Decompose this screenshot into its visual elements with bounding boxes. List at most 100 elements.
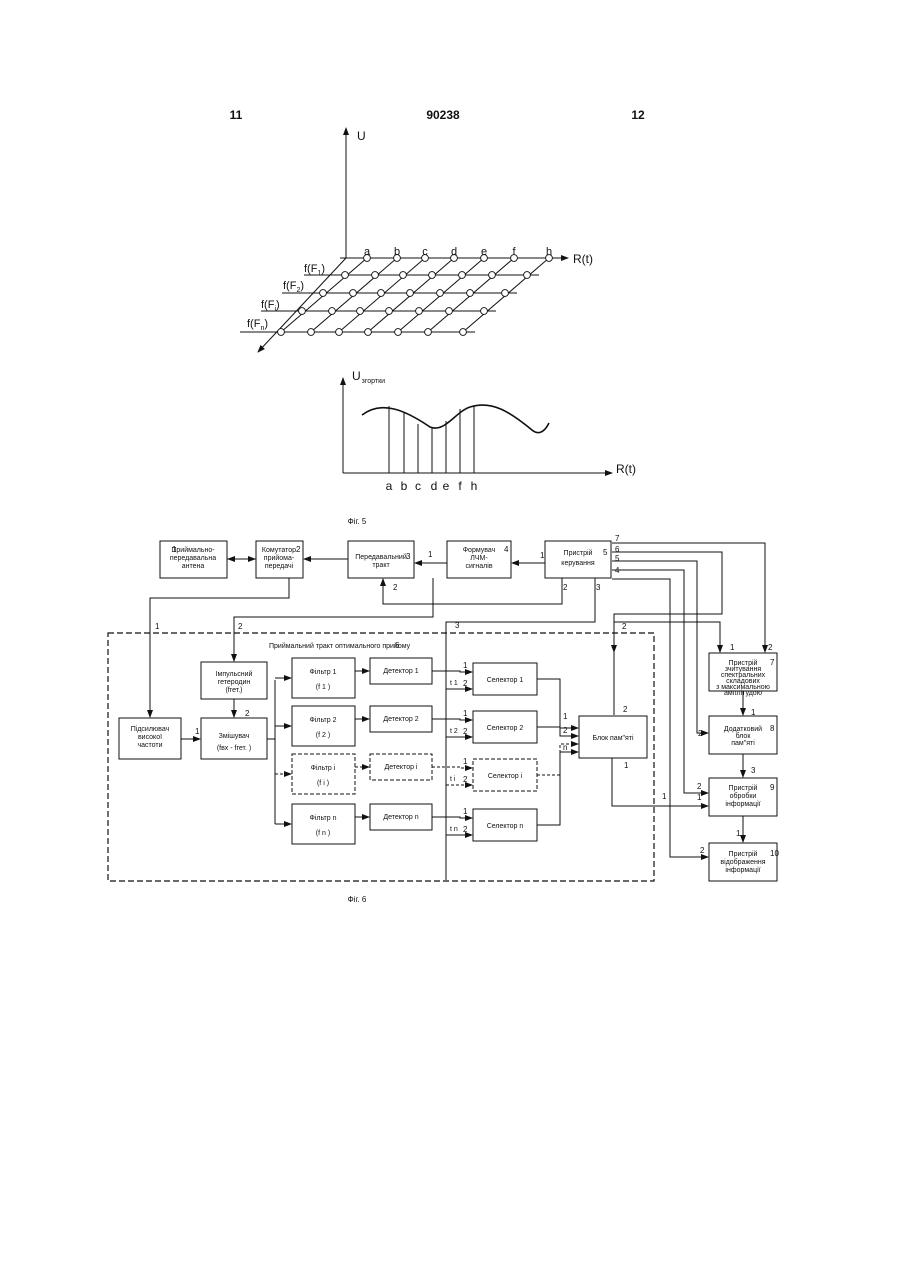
selector-label: Селектор 2 — [487, 725, 524, 732]
row-label-close: ) — [264, 318, 268, 330]
block-number-antenna: 1 — [172, 545, 177, 554]
grid-node — [489, 272, 496, 279]
row-label-main: f(F — [283, 280, 297, 292]
port-number: 1 — [540, 551, 545, 560]
port-number: 1 — [195, 727, 200, 736]
fig5-row-label: f(Fn) — [247, 318, 268, 332]
port-number: 1 — [155, 622, 160, 631]
grid-node — [395, 329, 402, 336]
sweep-label: h — [471, 479, 478, 493]
port-number: 2 — [697, 782, 702, 791]
grid-node — [342, 272, 349, 279]
port-number: 1 — [463, 709, 468, 718]
fig5-row-label: f(F2) — [283, 280, 304, 294]
conn-memory-reader — [614, 622, 720, 652]
block-text-former: ЛЧМ- — [470, 555, 488, 562]
port-number: 1 — [697, 793, 702, 802]
block-text-lo: (fгет.) — [225, 687, 242, 694]
block-text-lo: гетеродин — [218, 679, 251, 686]
grid-node — [467, 290, 474, 297]
fig6-block-diagram: Приймальний тракт оптимального прийому 6… — [108, 534, 779, 881]
row-label-main: f(F — [247, 318, 261, 330]
block-number-reader: 7 — [770, 658, 775, 667]
block-text-control: керування — [561, 560, 595, 567]
fig5-row-label: f(Fi) — [261, 299, 280, 313]
filter-label: Фільтр і — [311, 764, 336, 772]
fig5-u-label: U — [357, 129, 366, 143]
filter-freq-label: (f 2 ) — [316, 732, 330, 739]
filter-block — [292, 804, 355, 844]
block-number-display: 10 — [770, 849, 779, 858]
port-number: n — [563, 743, 567, 752]
row-label-main: f(F — [261, 299, 275, 311]
filter-label: Фільтр n — [310, 814, 337, 822]
fig5-column-label: h — [546, 246, 552, 258]
detector-label: Детектор 2 — [383, 716, 418, 723]
selector-label: Селектор n — [487, 823, 524, 830]
fig5-column-labels: abcdefh — [364, 246, 552, 258]
fig5-grid-diagram: U R(t) abcdefh f(F1)f(F2)f(Fi)f(Fn) — [240, 128, 593, 352]
fig5-column-label: e — [481, 246, 487, 258]
grid-node — [372, 272, 379, 279]
block-text-switch: передачі — [265, 562, 294, 570]
block-text-mixer: (fвх - fгет. ) — [217, 745, 251, 752]
fig5-sweep-plot: Uзгортки R(t) abcdefh — [343, 369, 636, 493]
grid-node — [459, 272, 466, 279]
fig5-sweep-verticals — [389, 406, 474, 473]
filter-freq-label: (f і ) — [317, 779, 329, 787]
port-number: 1 — [463, 661, 468, 670]
grid-node — [400, 272, 407, 279]
fig5-column-label: b — [394, 246, 400, 258]
port-number: 3 — [455, 621, 460, 630]
fig5-caption: Фіг. 5 — [348, 517, 367, 526]
port-number: 1 — [463, 807, 468, 816]
grid-node — [308, 329, 315, 336]
block-text-switch: прийома- — [264, 554, 295, 562]
grid-node — [502, 290, 509, 297]
wire-detector-selector — [432, 719, 472, 720]
fig5-r-label: R(t) — [573, 252, 593, 266]
time-label: t і — [450, 775, 456, 783]
port-number: 1 — [428, 550, 433, 559]
block-text-mixer: Змішувач — [219, 732, 250, 740]
time-label: t 2 — [450, 728, 458, 735]
block-number-tx: 3 — [406, 552, 411, 561]
grid-node — [386, 308, 393, 315]
block-number-addmem: 8 — [770, 724, 775, 733]
port-number: 2 — [623, 705, 628, 714]
filter-label: Фільтр 2 — [310, 716, 337, 724]
wire-selector-memory — [537, 744, 578, 775]
block-text-antenna: Приймально- — [171, 546, 215, 554]
block-text-control: Пристрій — [564, 549, 593, 557]
wire-detector-selector — [432, 817, 472, 818]
port-number: 6 — [615, 545, 620, 554]
selector-label: Селектор і — [488, 772, 523, 780]
sweep-label: b — [401, 479, 408, 493]
port-number: 2 — [768, 643, 773, 652]
detector-label: Детектор 1 — [383, 668, 418, 675]
block-number-former: 4 — [504, 545, 509, 554]
conn-control-reader-7 — [612, 543, 765, 652]
port-number: 2 — [463, 679, 468, 688]
grid-node — [425, 329, 432, 336]
filter-block — [292, 658, 355, 698]
block-text-tx: тракт — [372, 562, 390, 569]
grid-node — [378, 290, 385, 297]
port-number: 1 — [662, 792, 667, 801]
block-text-amp: частоти — [137, 742, 162, 749]
fig5-column-label: d — [451, 246, 457, 258]
port-number: 2 — [393, 583, 398, 592]
filter-block — [292, 706, 355, 746]
block-text-proc: Пристрій — [729, 784, 758, 792]
block-text-antenna: передавальна — [170, 555, 216, 562]
grid-node — [350, 290, 357, 297]
wire-selector-memory — [537, 752, 578, 825]
grid-node — [429, 272, 436, 279]
grid-node — [336, 329, 343, 336]
grid-node — [481, 308, 488, 315]
block-text-addmem: Додатковий — [724, 725, 762, 733]
block-number-proc: 9 — [770, 783, 775, 792]
port-number: 2 — [700, 846, 705, 855]
port-number: 3 — [596, 583, 601, 592]
port-number: 2 — [245, 709, 250, 718]
